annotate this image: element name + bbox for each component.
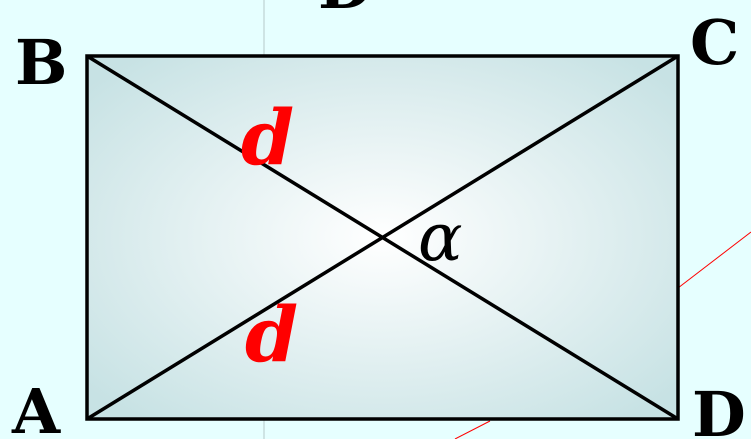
background-guide-line-lower (677, 231, 751, 289)
diagonal-length-label-lower: d (245, 290, 298, 379)
vertex-label-a: A (11, 375, 61, 439)
vertex-label-d: D (692, 378, 746, 439)
vertex-label-c: C (690, 6, 739, 79)
angle-label-alpha: α (418, 199, 463, 276)
vertex-label-b: B (15, 26, 67, 99)
diagonal-length-label-upper: d (241, 93, 294, 182)
background-guide-line-bottom (454, 420, 491, 439)
diagonal-ac (86, 54, 679, 421)
clipped-top-glyph: D (318, 0, 372, 23)
